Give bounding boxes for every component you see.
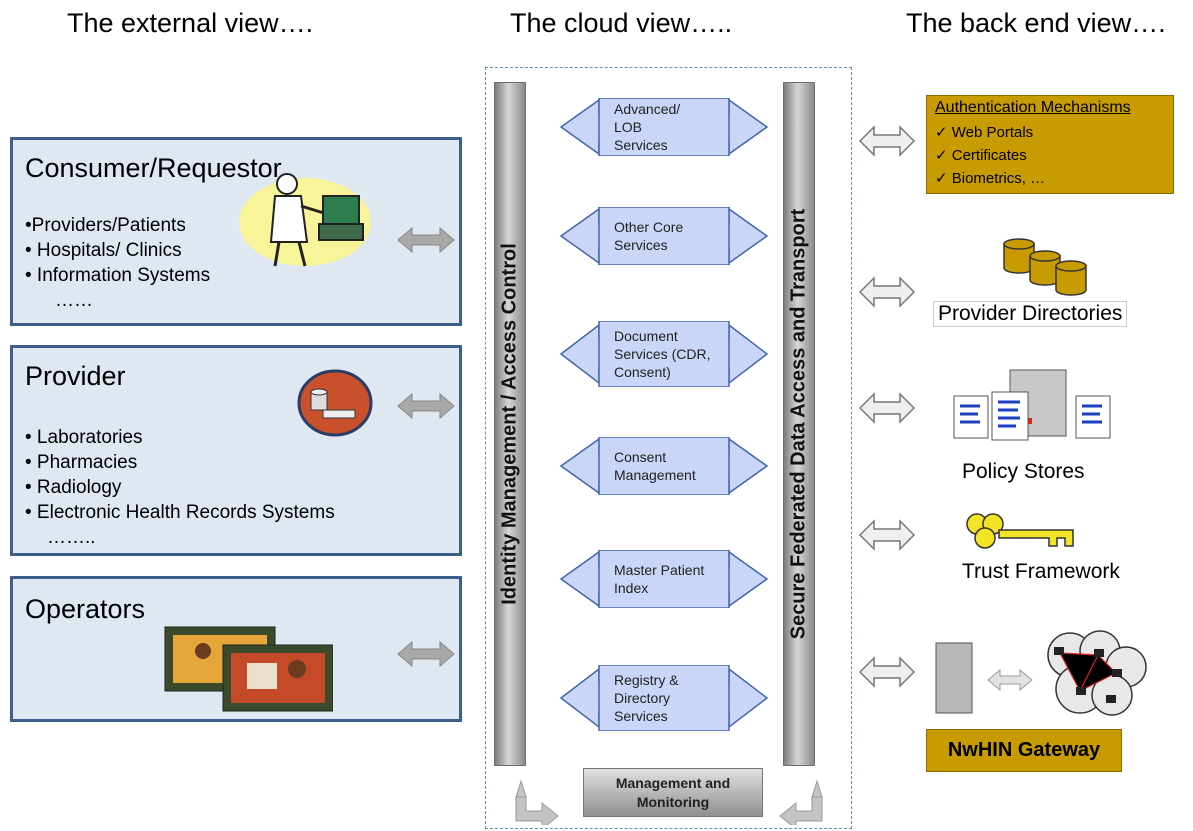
double-arrow-icon xyxy=(858,125,916,157)
double-arrow-icon xyxy=(858,276,916,308)
consumer-panel: Consumer/Requestor •Providers/Patients •… xyxy=(10,137,462,326)
list-item: • Information Systems xyxy=(25,265,211,286)
operators-workstation-icon xyxy=(164,626,333,712)
list-item: • Hospitals/ Clinics xyxy=(25,240,182,261)
consumer-title: Consumer/Requestor xyxy=(25,153,282,183)
list-item: • Radiology xyxy=(25,477,122,498)
service-label: Consent) xyxy=(614,364,671,380)
service-label: LOB xyxy=(614,119,643,135)
double-arrow-icon xyxy=(858,519,916,551)
service-label: Management xyxy=(614,467,696,483)
identity-management-label: Identity Management / Access Control xyxy=(498,243,521,605)
service-label: Directory xyxy=(614,690,671,706)
policy-server-icon xyxy=(953,369,1111,441)
list-item: …….. xyxy=(47,527,96,548)
list-item: ✓ Web Portals xyxy=(935,124,1034,141)
up-left-arrow-icon xyxy=(779,779,823,825)
list-item: •Providers/Patients xyxy=(25,215,186,236)
double-arrow-icon xyxy=(397,392,455,420)
service-label: Index xyxy=(614,580,649,596)
database-device-icon xyxy=(297,369,373,437)
management-label: Management and Monitoring xyxy=(615,774,731,810)
list-item: • Pharmacies xyxy=(25,452,138,473)
double-arrow-icon xyxy=(858,656,916,688)
provider-list: • Laboratories • Pharmacies • Radiology … xyxy=(25,425,335,550)
secure-transport-pillar: Secure Federated Data Access and Transpo… xyxy=(783,82,815,766)
consumer-list: •Providers/Patients • Hospitals/ Clinics… xyxy=(25,213,210,313)
service-label: Registry & xyxy=(614,672,679,688)
authentication-list: ✓ Web Portals ✓ Certificates ✓ Biometric… xyxy=(935,121,1045,190)
secure-transport-label: Secure Federated Data Access and Transpo… xyxy=(787,208,810,640)
up-right-arrow-icon xyxy=(515,779,559,825)
list-item: • Laboratories xyxy=(25,427,143,448)
list-item: ✓ Certificates xyxy=(935,147,1027,164)
list-item: …… xyxy=(55,290,93,311)
double-arrow-icon xyxy=(858,392,916,424)
service-label: Services xyxy=(614,708,668,724)
nwhin-gateway-box: NwHIN Gateway xyxy=(926,729,1122,772)
service-advanced-lob: Advanced/LOB Services xyxy=(559,98,769,156)
key-icon xyxy=(966,513,1074,549)
database-cylinders-icon xyxy=(1003,238,1087,296)
external-view-header: The external view…. xyxy=(67,8,314,38)
management-monitoring-box: Management and Monitoring xyxy=(583,768,763,817)
service-label: Services xyxy=(614,137,668,153)
operators-panel: Operators xyxy=(10,576,462,722)
operators-title: Operators xyxy=(25,594,146,624)
service-label: Document xyxy=(614,328,678,344)
provider-panel: Provider • Laboratories • Pharmacies • R… xyxy=(10,345,462,556)
gateway-network-icon xyxy=(935,630,1147,716)
policy-stores-label: Policy Stores xyxy=(962,460,1085,483)
doctor-computer-icon xyxy=(239,173,371,267)
list-item: ✓ Biometrics, … xyxy=(935,170,1046,187)
authentication-title: Authentication Mechanisms xyxy=(935,99,1131,116)
provider-directories-label: Provider Directories xyxy=(933,301,1128,327)
service-label: Advanced/ xyxy=(614,101,681,117)
service-label: Services xyxy=(614,237,668,253)
service-label: Services (CDR, xyxy=(614,346,711,362)
cloud-boundary xyxy=(485,67,852,829)
trust-framework-label: Trust Framework xyxy=(962,560,1120,583)
authentication-box: Authentication Mechanisms ✓ Web Portals … xyxy=(926,95,1174,194)
service-label: Master Patient xyxy=(614,562,705,578)
service-label: Consent xyxy=(614,449,667,465)
nwhin-gateway-label: NwHIN Gateway xyxy=(947,739,1101,761)
cloud-view-header: The cloud view….. xyxy=(510,8,733,38)
list-item: • Electronic Health Records Systems xyxy=(25,502,335,523)
provider-title: Provider xyxy=(25,361,126,391)
backend-view-header: The back end view…. xyxy=(906,8,1166,38)
service-label: Other Core xyxy=(614,219,684,235)
identity-management-pillar: Identity Management / Access Control xyxy=(494,82,526,766)
double-arrow-icon xyxy=(397,226,455,254)
double-arrow-icon xyxy=(397,640,455,668)
